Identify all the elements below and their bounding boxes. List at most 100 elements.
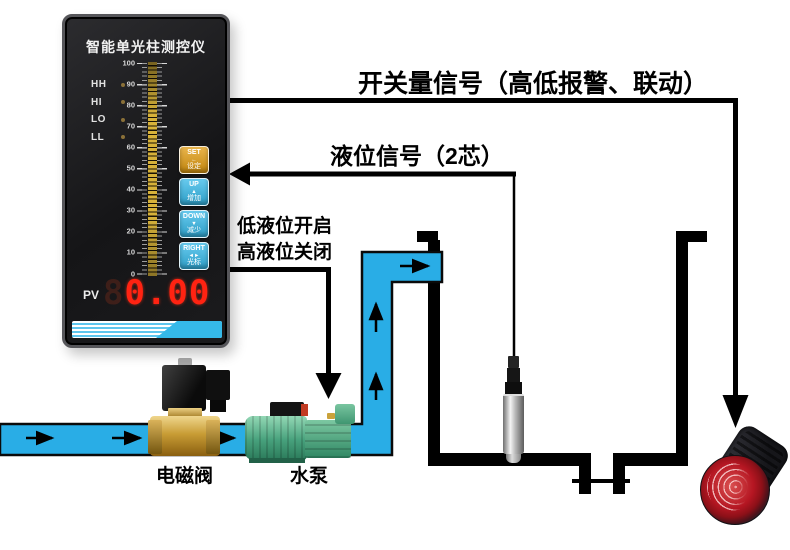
scale-tick-label: 100 (122, 58, 135, 68)
button-arrow-icon: ▲ (191, 188, 197, 195)
sensor-gland-mid (507, 368, 520, 382)
button-arrow-icon: ▼ (191, 220, 197, 227)
light-column-bargraph (148, 62, 157, 276)
pump-terminal-box (270, 402, 304, 418)
pump-label: 水泵 (290, 466, 329, 487)
button-cn-label: 增加 (187, 195, 201, 203)
valve-port-right (206, 420, 220, 454)
pump-logic-line1: 低液位开启 (237, 216, 333, 237)
sensor-cable-gland (508, 356, 519, 368)
arrowhead-down-icon (315, 373, 342, 399)
button-word: DOWN (182, 213, 206, 221)
panel-button-down[interactable]: DOWN▼减少 (179, 210, 209, 238)
button-arrow-icon: ◄► (188, 252, 200, 259)
pump-logic-line2: 高液位关闭 (237, 241, 333, 263)
pump-motor (245, 416, 307, 460)
valve-port-left (148, 420, 162, 454)
arrowhead-down-icon (722, 395, 749, 428)
valve-connector (206, 370, 230, 400)
pv-ghost-digit: 8 (103, 273, 125, 313)
scale-tick-label: 30 (126, 205, 135, 215)
level-signal-label: 液位信号（2芯） (330, 143, 504, 169)
pump-brass-fitting (327, 413, 335, 419)
led-row-hi: HI (91, 94, 125, 112)
led-label: HH (91, 79, 107, 91)
scale-tick-label: 20 (126, 226, 135, 236)
scale-ticks-right-minor (157, 63, 162, 275)
sensor-gland-base (505, 382, 522, 394)
drain-union-line (572, 479, 630, 483)
arrowhead-left-icon (229, 162, 250, 186)
tank-left-lip (417, 231, 438, 242)
signal-line-switch (230, 98, 749, 428)
panel-button-set[interactable]: SET←设定 (179, 146, 209, 174)
scale-ticks-right-major (157, 63, 167, 275)
led-label: LL (91, 131, 105, 143)
instrument-title: 智能单光柱测控仪 (86, 39, 206, 55)
scale-tick-label: 80 (126, 100, 135, 110)
switch-signal-label: 开关量信号（高低报警、联动） (357, 70, 708, 98)
sensor-probe-body (503, 394, 524, 454)
alarm-led-labels: HH HI LO LL (91, 76, 125, 146)
led-label: LO (91, 114, 106, 126)
button-word: RIGHT (183, 245, 205, 253)
pv-label: PV (83, 288, 100, 302)
led-indicator-icon (121, 117, 125, 122)
led-row-lo: LO (91, 111, 125, 129)
scale-tick-label: 40 (126, 184, 135, 194)
scale-tick-label: 90 (126, 79, 135, 89)
button-word: SET (187, 149, 201, 157)
pump-base (249, 458, 305, 463)
scale-ticks-left-minor (142, 63, 147, 275)
alarm-lamp-buzzer-arcs-icon (707, 463, 755, 511)
sensor-probe-tip (506, 454, 521, 463)
pump-head (305, 420, 351, 458)
tank-bottom-right (613, 453, 688, 466)
pump-red-detail (301, 404, 308, 416)
scale-tick-label: 70 (126, 121, 135, 131)
level-sensor (500, 356, 528, 466)
led-row-hh: HH (91, 76, 125, 94)
scale-tick-label: 50 (126, 163, 135, 173)
tank-left-wall (428, 281, 440, 457)
tank-right-lip (676, 231, 707, 242)
pump-outlet-port (335, 404, 355, 424)
pv-value: 0.00 (124, 273, 211, 313)
valve-label: 电磁阀 (156, 466, 214, 487)
valve-flange (168, 408, 202, 418)
water-pump (243, 396, 363, 464)
led-row-ll: LL (91, 129, 125, 147)
panel-button-right[interactable]: RIGHT◄►光标 (179, 242, 209, 270)
signal-line-level (229, 162, 516, 358)
valve-connector-step (210, 400, 226, 412)
alarm-lamp (692, 421, 790, 530)
button-word: UP (189, 181, 199, 189)
button-cn-label: 设定 (187, 163, 201, 171)
tank-left-wall-upper (428, 240, 440, 254)
scale-tick-label: 0 (130, 269, 135, 278)
pump-logic-label: 低液位开启 高液位关闭 (237, 214, 332, 265)
scale-tick-label: 10 (126, 247, 135, 257)
bezel-stripe-solid (156, 321, 222, 338)
tank (417, 231, 707, 494)
button-arrow-icon: ← (191, 156, 197, 163)
led-indicator-icon (121, 135, 125, 140)
pv-display: 80.00 (103, 273, 223, 313)
signal-line-pump-control (230, 267, 342, 399)
led-label: HI (91, 96, 102, 108)
led-indicator-icon (121, 82, 125, 87)
button-cn-label: 减少 (187, 227, 201, 235)
panel-button-up[interactable]: UP▲增加 (179, 178, 209, 206)
led-indicator-icon (121, 100, 125, 105)
solenoid-valve (148, 358, 232, 460)
valve-top-nut (178, 358, 192, 366)
bezel-stripe (72, 321, 222, 338)
tank-right-wall (676, 242, 688, 466)
button-cn-label: 光标 (187, 259, 201, 267)
scale-tick-label: 60 (126, 142, 135, 152)
valve-coil (162, 365, 206, 411)
